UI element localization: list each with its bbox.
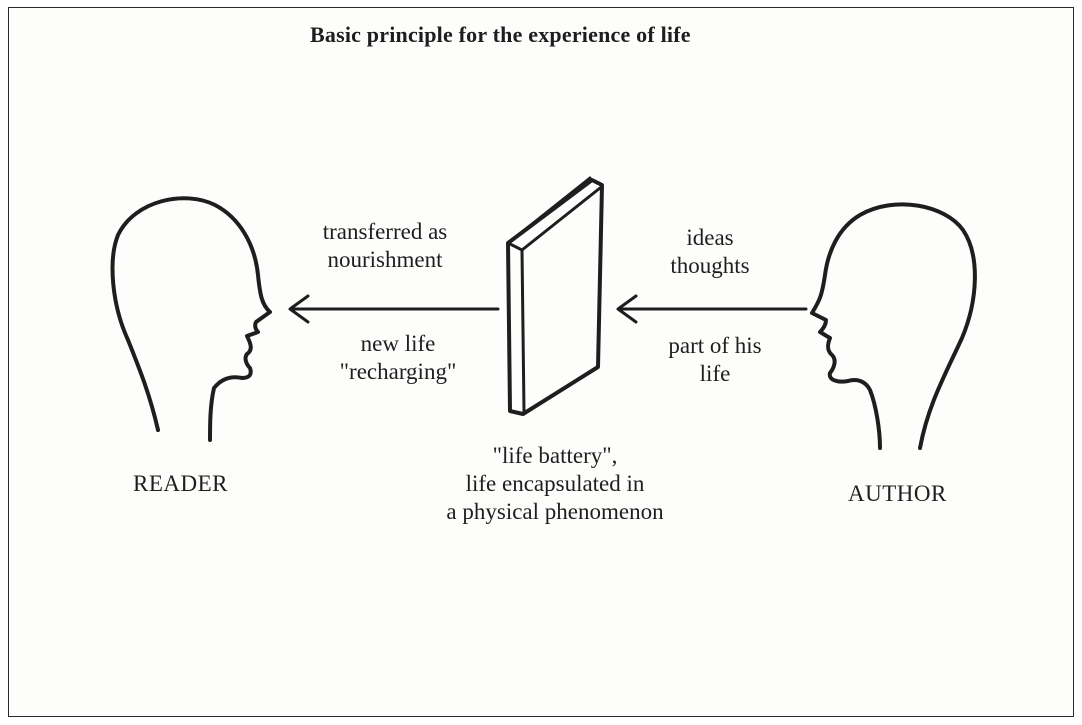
label-part-of-life: part of his life <box>668 333 762 386</box>
author-label: AUTHOR <box>848 481 947 506</box>
diagram-title: Basic principle for the experience of li… <box>310 22 691 47</box>
author-head-icon <box>810 202 977 450</box>
label-new-life: new life "recharging" <box>339 331 457 384</box>
label-transferred: transferred as nourishment <box>322 219 448 272</box>
label-ideas-thoughts: ideas thoughts <box>670 225 750 278</box>
reader-head-icon <box>110 196 272 442</box>
diagram-frame <box>8 7 1074 717</box>
reader-label: READER <box>133 471 228 496</box>
label-life-battery: "life battery", life encapsulated in a p… <box>446 443 664 524</box>
book-icon <box>506 176 604 416</box>
arrow-to-book <box>616 294 808 324</box>
arrow-to-reader <box>288 294 500 324</box>
